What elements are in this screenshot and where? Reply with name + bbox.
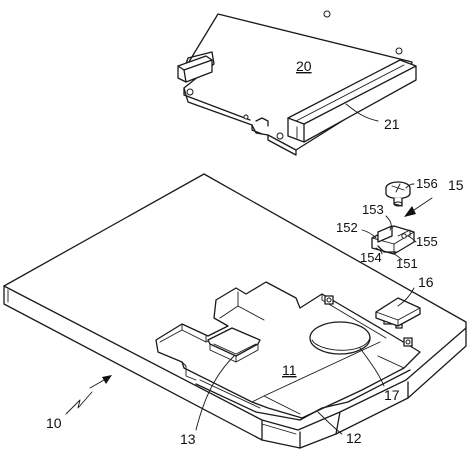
- label-151: 151: [396, 256, 418, 271]
- label-17: 17: [384, 387, 400, 403]
- clip-15: [371, 225, 415, 255]
- arrow-15: [404, 197, 433, 217]
- label-153: 153: [362, 202, 384, 217]
- leader-lines: [195, 183, 417, 435]
- screw-156: [385, 181, 411, 207]
- part-labels: 20 21 156 15 153 152 155 154 151 16 11 1…: [46, 58, 464, 447]
- label-10: 10: [46, 415, 62, 431]
- label-155: 155: [416, 234, 438, 249]
- label-12: 12: [346, 430, 362, 446]
- label-11: 11: [282, 362, 297, 378]
- label-20: 20: [296, 58, 312, 74]
- leader-10: [65, 391, 93, 415]
- module-20: [177, 10, 417, 156]
- base-plate-10: [3, 173, 467, 449]
- arrow-10: [89, 375, 112, 389]
- label-13: 13: [180, 431, 196, 447]
- label-15: 15: [448, 177, 464, 193]
- label-16: 16: [418, 274, 434, 290]
- label-154: 154: [360, 250, 382, 265]
- label-156: 156: [416, 176, 438, 191]
- label-21: 21: [384, 116, 400, 132]
- label-152: 152: [336, 220, 358, 235]
